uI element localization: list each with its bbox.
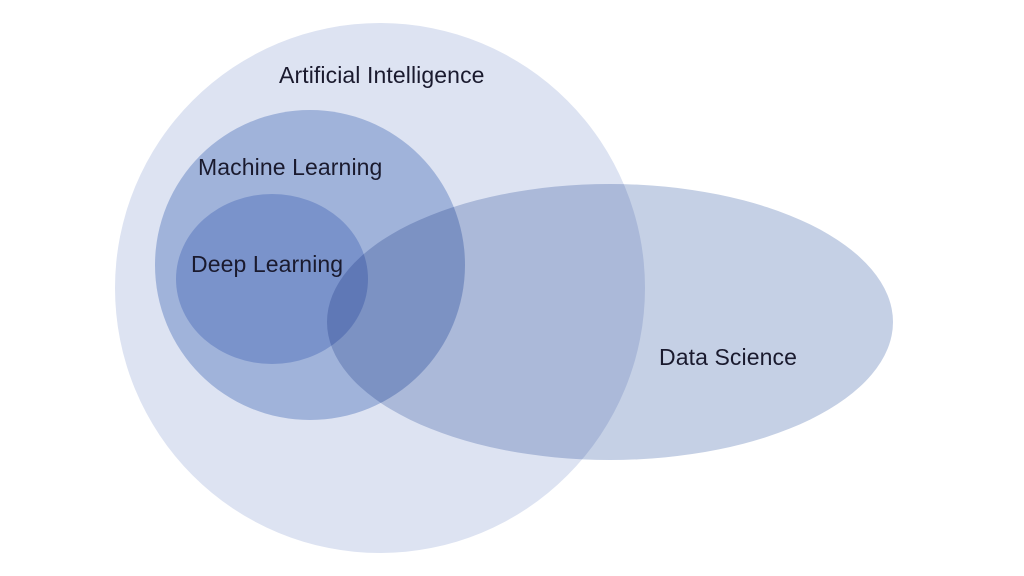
set-shape-deep-learning[interactable] <box>176 194 368 364</box>
set-label-deep-learning: Deep Learning <box>191 251 344 277</box>
set-label-machine-learning: Machine Learning <box>198 154 383 180</box>
set-label-data-science: Data Science <box>659 344 797 370</box>
set-label-artificial-intelligence: Artificial Intelligence <box>279 62 485 88</box>
set-shape-data-science[interactable] <box>327 184 893 460</box>
